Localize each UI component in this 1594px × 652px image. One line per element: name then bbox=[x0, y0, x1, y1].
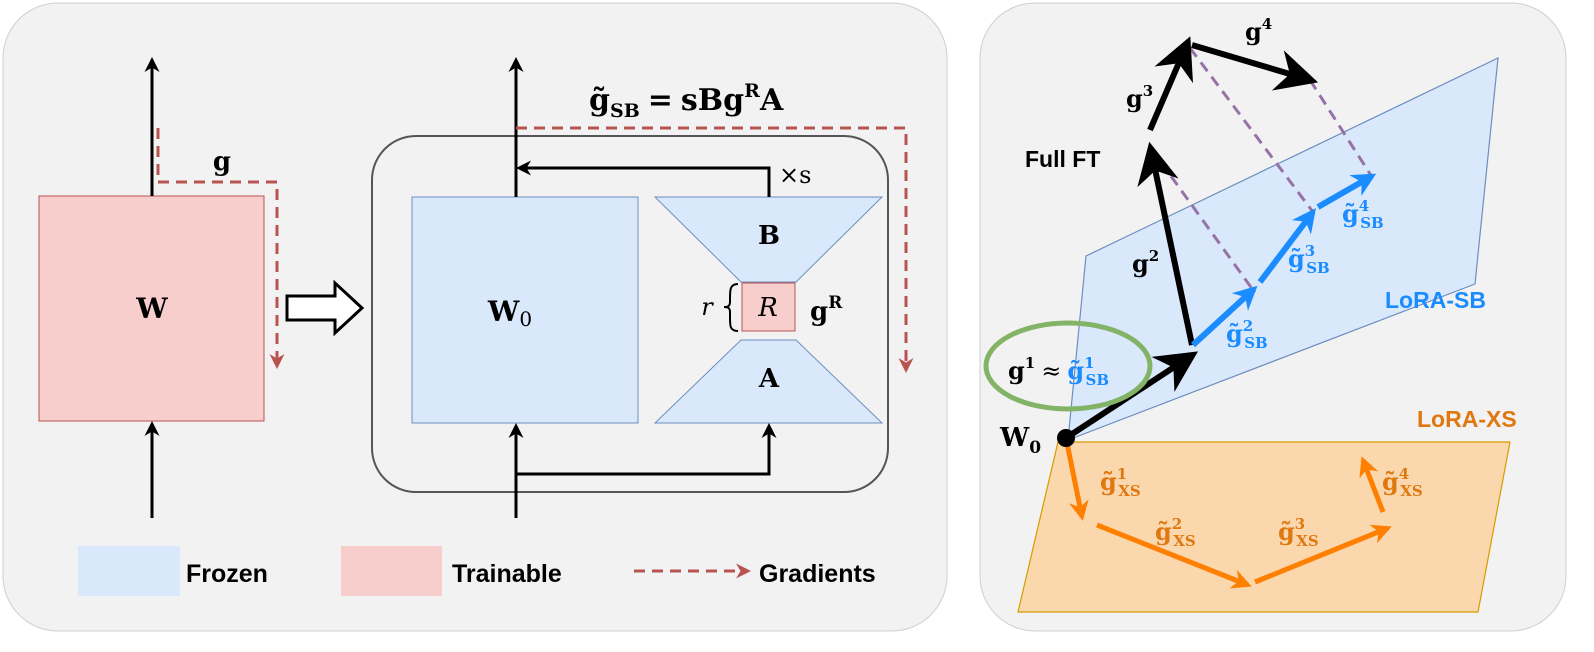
rank-brace bbox=[723, 283, 739, 332]
legend-gradients-label: Gradients bbox=[759, 560, 876, 588]
w0-origin-label: W0 bbox=[999, 423, 1041, 458]
g2-label: g2 bbox=[1132, 247, 1159, 278]
rank-label: r bbox=[701, 293, 714, 321]
legend-trainable-swatch bbox=[341, 546, 442, 596]
sb-gradient-arrow bbox=[516, 126, 914, 373]
a-matrix bbox=[653, 339, 884, 424]
w-trainable-block bbox=[38, 195, 265, 422]
r-trainable-matrix bbox=[741, 282, 796, 332]
b-label: B bbox=[758, 221, 780, 251]
scale-label: ×s bbox=[779, 161, 811, 189]
w0-label: W0 bbox=[487, 295, 532, 331]
w0-frozen-block bbox=[411, 196, 639, 424]
legend-frozen-label: Frozen bbox=[186, 560, 268, 588]
lora-xs-plane bbox=[1017, 441, 1511, 613]
transform-arrow bbox=[285, 279, 365, 337]
sb-gradient-formula: g̃SB=sBgRA bbox=[589, 80, 784, 122]
projection-line-2 bbox=[1148, 146, 1255, 291]
g1-approx-ellipse bbox=[983, 320, 1153, 412]
legend-trainable-label: Trainable bbox=[452, 560, 562, 588]
projection-line-4 bbox=[1308, 79, 1374, 178]
full-ft-g4-arrow bbox=[1191, 42, 1319, 91]
gr-label: gR bbox=[810, 293, 843, 327]
projection-line-3 bbox=[1188, 47, 1315, 213]
sb-g4-arrow bbox=[1316, 173, 1377, 210]
a-input-arrow bbox=[516, 423, 777, 476]
lora-sb-label: LoRA-SB bbox=[1385, 287, 1486, 313]
w0-origin-point bbox=[1057, 429, 1075, 447]
w-label: W bbox=[135, 292, 168, 325]
w-gradient-arrow bbox=[156, 128, 285, 369]
a-label: A bbox=[758, 364, 780, 394]
full-ft-g2-arrow bbox=[1137, 141, 1195, 346]
g4-label: g4 bbox=[1245, 15, 1272, 46]
xs-g3-arrow bbox=[1254, 524, 1392, 585]
xs-g2-arrow bbox=[1096, 522, 1252, 589]
sb-g2-arrow bbox=[1190, 285, 1258, 348]
lora-xs-label: LoRA-XS bbox=[1417, 406, 1517, 432]
b-matrix bbox=[653, 196, 884, 283]
lora-module-container bbox=[371, 135, 889, 493]
full-ft-label: Full FT bbox=[1025, 146, 1100, 172]
legend-frozen-swatch bbox=[78, 546, 180, 596]
xs-g4-arrow bbox=[1359, 456, 1386, 513]
full-ft-g3-arrow bbox=[1147, 36, 1194, 132]
sb-g3-arrow bbox=[1257, 208, 1316, 284]
g3-label: g3 bbox=[1126, 82, 1153, 113]
g-label: g bbox=[213, 147, 231, 177]
b-output-arrow bbox=[516, 160, 771, 197]
xs-path-arrows bbox=[1063, 437, 1089, 521]
r-label: R bbox=[757, 293, 778, 323]
